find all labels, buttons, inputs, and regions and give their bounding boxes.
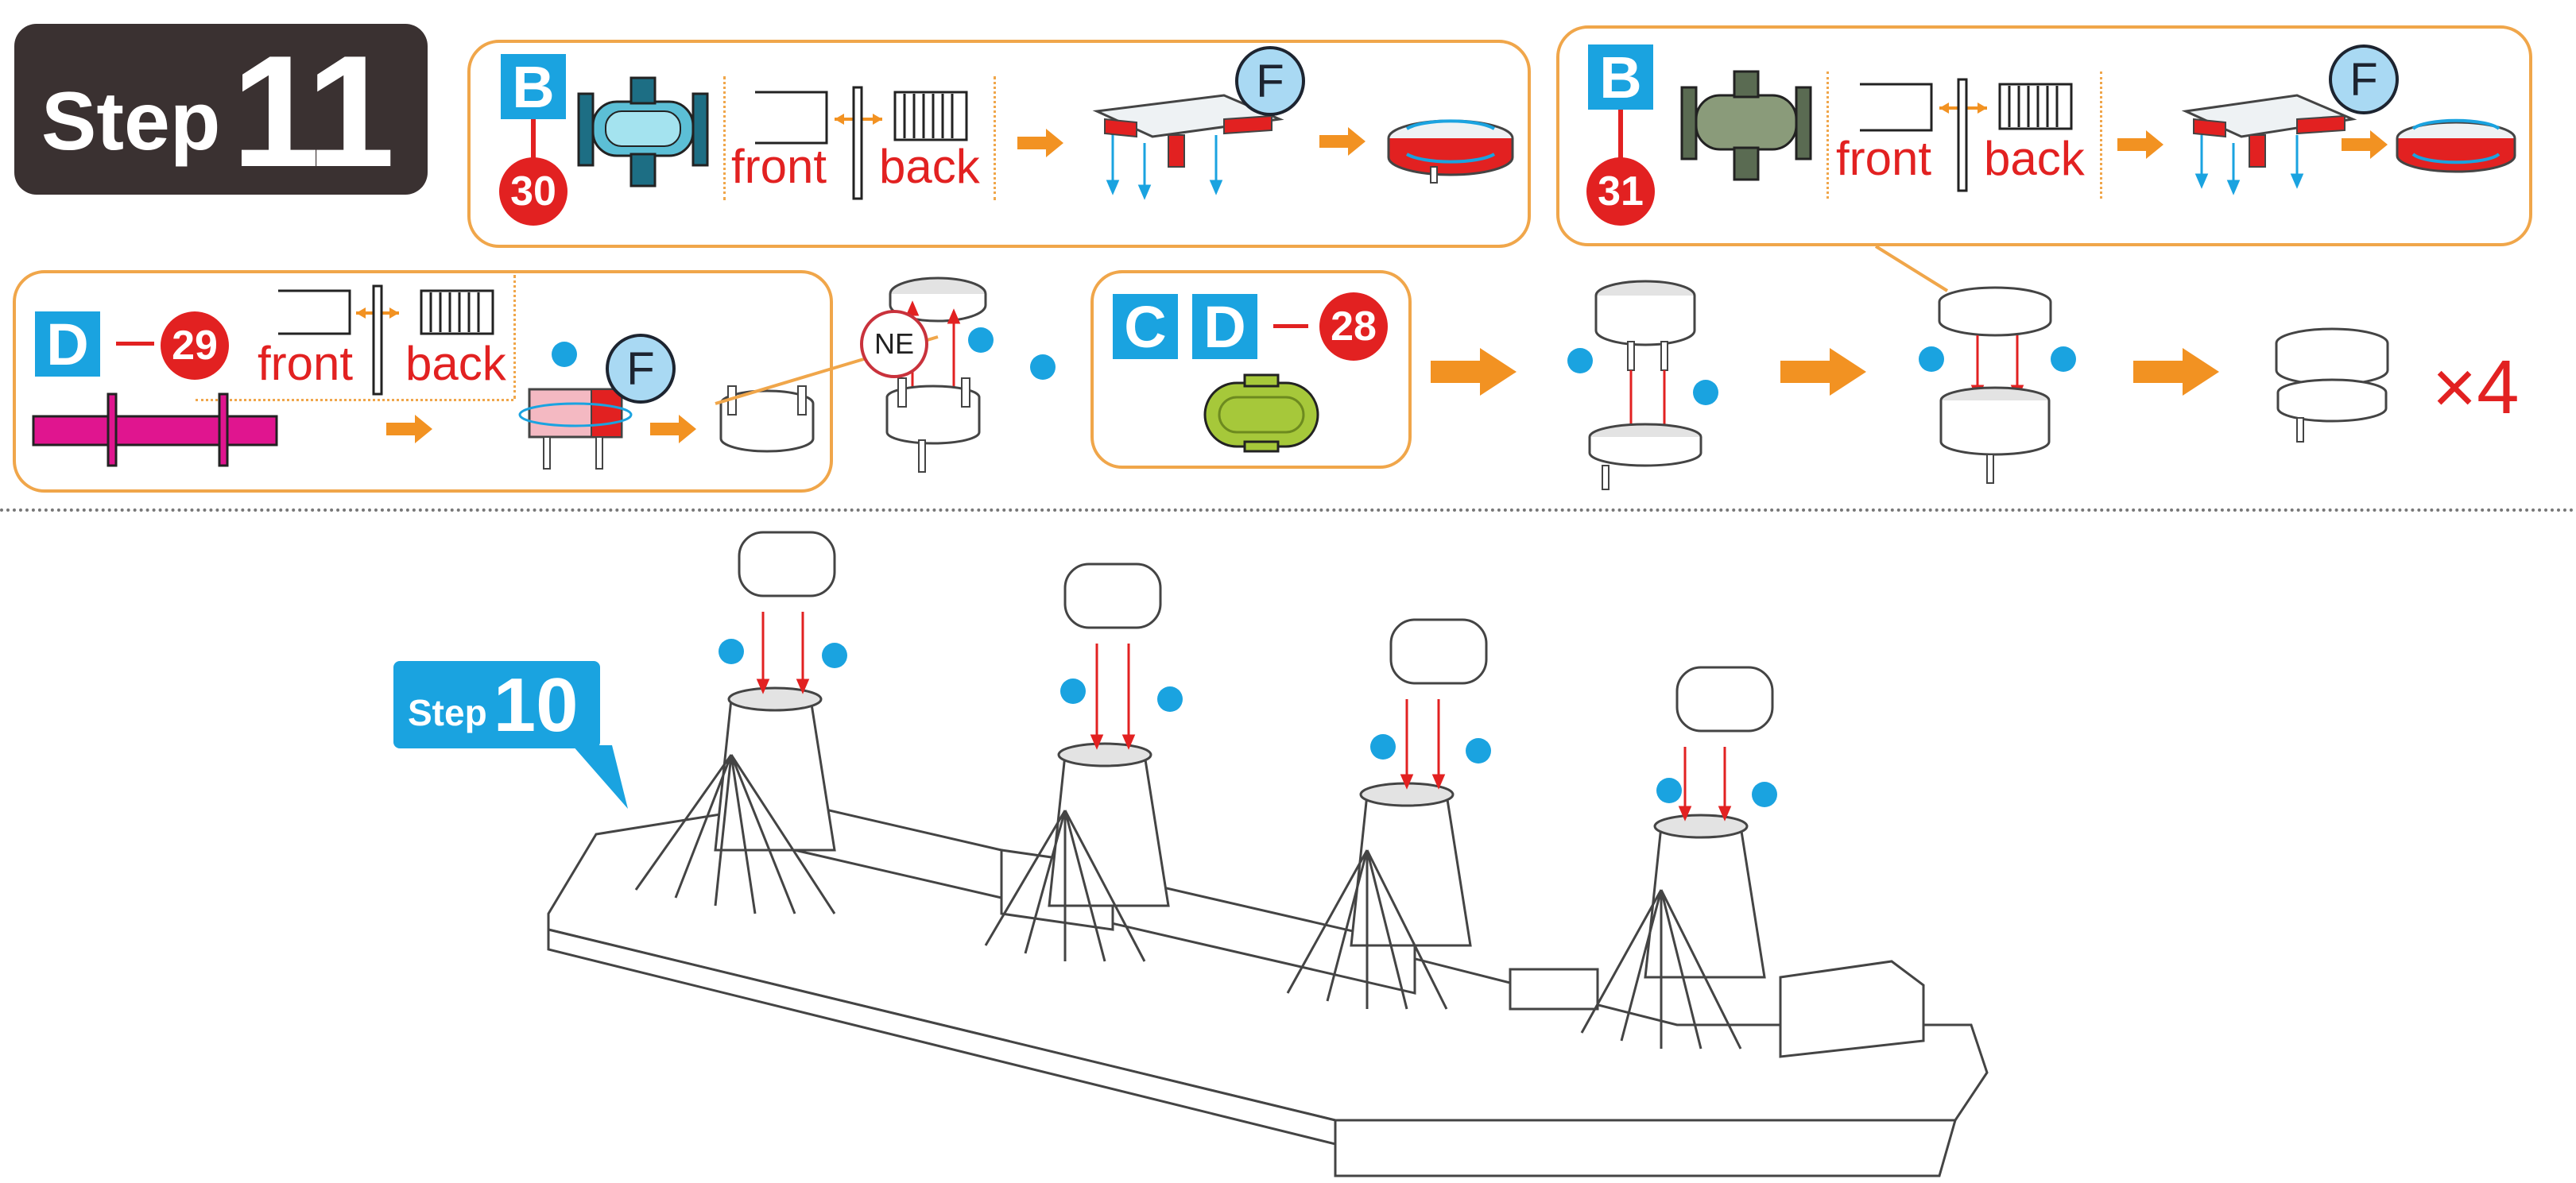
step10-pointer xyxy=(572,745,628,809)
part-number-28: 28 xyxy=(1319,292,1388,361)
ne-label-bubble: NE xyxy=(860,310,928,378)
connector-line xyxy=(531,119,536,159)
step-number: 10 xyxy=(493,663,579,748)
divider-dotted xyxy=(994,76,996,200)
arrow-right-icon xyxy=(1431,348,1517,396)
connector-line xyxy=(1273,324,1308,328)
part-30-sheet-icon xyxy=(577,76,709,188)
connector-line xyxy=(116,342,154,346)
arrow-right-icon xyxy=(1319,127,1365,156)
panel-cd28 xyxy=(1090,270,1412,469)
f-bubble: F xyxy=(1235,46,1305,116)
back-label: back xyxy=(1984,132,2085,185)
arrow-right-icon xyxy=(2133,348,2219,396)
part-number-29: 29 xyxy=(161,311,229,380)
ship-assembly-diagram xyxy=(547,531,1989,1177)
divider-dotted xyxy=(1826,72,1829,199)
folding-tabs-diagram xyxy=(1092,94,1284,200)
back-label: back xyxy=(405,337,506,390)
step-word: Step xyxy=(41,75,221,168)
connector-line xyxy=(1618,110,1623,159)
arrow-right-icon xyxy=(650,415,696,443)
step-word: Step xyxy=(408,692,487,733)
divider-dotted xyxy=(196,399,513,401)
section-divider xyxy=(0,508,2576,512)
cap-assembly-step-1 xyxy=(1567,280,1718,490)
step-10-badge: Step 10 xyxy=(393,661,600,748)
panel-b31 xyxy=(1556,25,2532,246)
part-29-strip-icon xyxy=(32,392,278,467)
front-label: front xyxy=(1836,132,1932,185)
panel-b30 xyxy=(467,40,1531,248)
ring-wrap-diagram xyxy=(518,388,633,470)
cap-assembly-step-2 xyxy=(1874,245,2076,484)
divider-dotted xyxy=(723,76,726,200)
front-label: front xyxy=(258,337,354,390)
multiplier-label: ×4 xyxy=(2432,345,2520,430)
badge-d-28: D xyxy=(1192,294,1257,360)
front-label: front xyxy=(731,140,827,193)
front-back-diagram xyxy=(278,284,494,396)
step-number: 11 xyxy=(231,23,394,200)
ring-assembly-icon xyxy=(2396,118,2516,173)
badge-b-30: B xyxy=(501,54,566,120)
cap-assembly-complete xyxy=(2275,327,2389,443)
back-label: back xyxy=(879,140,980,193)
divider-dotted xyxy=(513,275,516,399)
arrow-right-icon xyxy=(1017,129,1063,157)
part-number-31: 31 xyxy=(1586,157,1655,226)
f-bubble: F xyxy=(2329,44,2399,114)
panel-d29 xyxy=(13,270,833,493)
ne-assembly-diagram xyxy=(715,276,1056,473)
part-31-sheet-icon xyxy=(1680,70,1812,181)
badge-d-29: D xyxy=(35,311,100,377)
folding-tabs-diagram xyxy=(2181,94,2357,195)
badge-b-31: B xyxy=(1588,44,1653,110)
collar-part-icon xyxy=(719,385,815,453)
ring-assembly-icon xyxy=(1387,119,1514,184)
arrow-right-icon xyxy=(386,415,432,443)
badge-c-28: C xyxy=(1113,294,1178,360)
arrow-right-icon xyxy=(2342,130,2388,159)
front-back-diagram xyxy=(1860,78,2073,192)
front-back-diagram xyxy=(755,86,968,200)
part-number-30: 30 xyxy=(499,157,567,226)
part-28-cap-icon xyxy=(1203,373,1319,453)
arrow-right-icon xyxy=(2117,130,2163,159)
divider-dotted xyxy=(2100,72,2102,199)
f-bubble: F xyxy=(606,334,676,404)
step-11-header: Step 11 xyxy=(14,24,428,195)
arrow-right-icon xyxy=(1780,348,1866,396)
blue-dot-marker xyxy=(552,342,577,367)
